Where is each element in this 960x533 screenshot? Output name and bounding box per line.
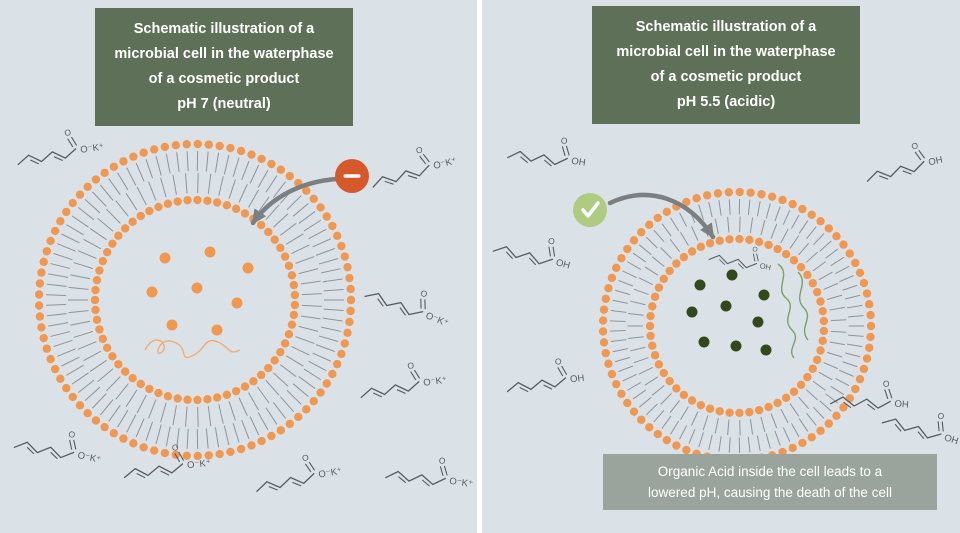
title-box-neutral: Schematic illustration of a microbial ce… <box>95 8 353 126</box>
acid-molecule: O OH <box>506 356 585 393</box>
carbonyl-label: O <box>752 246 759 254</box>
acid-molecule: O O⁻K⁺ <box>360 360 448 399</box>
acid-molecule: O O⁻K⁺ <box>13 429 102 466</box>
check-icon <box>573 193 607 227</box>
carbonyl-label: O <box>415 144 424 155</box>
interior-particles <box>146 246 254 336</box>
panel-divider <box>477 0 482 533</box>
carbonyl-label: O <box>171 442 179 453</box>
acid-group-label: O⁻K⁺ <box>432 156 458 172</box>
carbonyl-label: O <box>438 455 446 466</box>
carbonyl-label: O <box>407 360 415 371</box>
acid-group-label: OH <box>759 261 772 272</box>
footer-line: Organic Acid inside the cell leads to a <box>657 464 883 479</box>
carbonyl-label: O <box>547 235 556 246</box>
acid-molecule: O O⁻K⁺ <box>372 144 458 188</box>
minus-icon <box>335 159 369 193</box>
acid-group-label: O⁻K⁺ <box>76 450 102 466</box>
acid-group-label: OH <box>927 155 943 169</box>
acid-molecule: O O⁻K⁺ <box>256 452 343 493</box>
acid-group-label: OH <box>943 432 960 447</box>
footer-line: lowered pH, causing the death of the cel… <box>648 485 892 500</box>
acid-molecule: O O⁻K⁺ <box>364 288 450 329</box>
title-box-acidic: Schematic illustration of a microbial ce… <box>592 6 860 124</box>
cell-membrane <box>34 139 356 461</box>
acid-molecule: O OH <box>866 140 944 183</box>
carbonyl-label: O <box>911 140 920 151</box>
entry-arrow <box>607 192 716 240</box>
genetic-material-squiggle <box>777 263 797 359</box>
carbonyl-label: O <box>64 127 72 138</box>
acid-molecule: O O⁻K⁺ <box>123 442 212 479</box>
title-line: microbial cell in the waterphase <box>616 44 836 60</box>
title-line: Schematic illustration of a <box>133 21 315 37</box>
genetic-material-squiggle <box>144 339 241 359</box>
panel-neutral: Schematic illustration of a microbial ce… <box>13 8 474 493</box>
carbonyl-label: O <box>882 378 890 389</box>
acid-molecule: O O⁻K⁺ <box>17 127 105 166</box>
title-line: microbial cell in the waterphase <box>114 46 334 62</box>
acid-molecule: OO⁻K⁺ <box>384 455 474 490</box>
title-line: pH 7 (neutral) <box>177 96 271 112</box>
acid-molecule: O OH <box>492 235 572 272</box>
interior-particles <box>686 269 772 356</box>
acid-group-label: O⁻K⁺ <box>80 142 105 156</box>
carbonyl-label: O <box>301 452 310 463</box>
title-line: of a cosmetic product <box>650 69 802 85</box>
carbonyl-label: O <box>419 288 429 300</box>
carbonyl-label: O <box>936 410 946 422</box>
panel-acidic: Schematic illustration of a microbial ce… <box>480 0 960 533</box>
acid-group-label: OH <box>555 257 572 271</box>
title-line: pH 5.5 (acidic) <box>676 94 776 110</box>
footer-note: Organic Acid inside the cell leads to a … <box>603 454 937 510</box>
cell-diagram-neutral: OO⁻K⁺OO⁻K⁺OO⁻K⁺OO⁻K⁺OO⁻K⁺OO⁻K⁺OO⁻K⁺OO⁻K⁺ <box>13 127 474 493</box>
title-line: of a cosmetic product <box>148 71 300 87</box>
carbonyl-label: O <box>560 135 568 146</box>
acid-molecule: O OH <box>829 378 909 411</box>
acid-group-label: O⁻K⁺ <box>449 476 474 490</box>
acid-group-label: O⁻K⁺ <box>424 310 450 329</box>
acid-group-label: O⁻K⁺ <box>423 375 448 389</box>
acid-group-label: O⁻K⁺ <box>187 458 212 471</box>
acid-molecule: O OH <box>881 410 960 447</box>
carbonyl-label: O <box>554 356 562 367</box>
acid-group-label: OH <box>571 156 587 169</box>
acid-group-label: O⁻K⁺ <box>318 466 343 481</box>
acid-group-label: OH <box>570 373 585 385</box>
title-line: Schematic illustration of a <box>635 19 817 35</box>
genetic-material-squiggle <box>797 271 809 341</box>
carbonyl-label: O <box>68 429 77 440</box>
acid-group-label: OH <box>894 399 909 411</box>
acid-molecule: OOH <box>708 246 772 272</box>
entry-arrow <box>250 176 339 226</box>
cell-membrane <box>598 187 876 465</box>
acid-molecule: OOH <box>506 135 587 169</box>
